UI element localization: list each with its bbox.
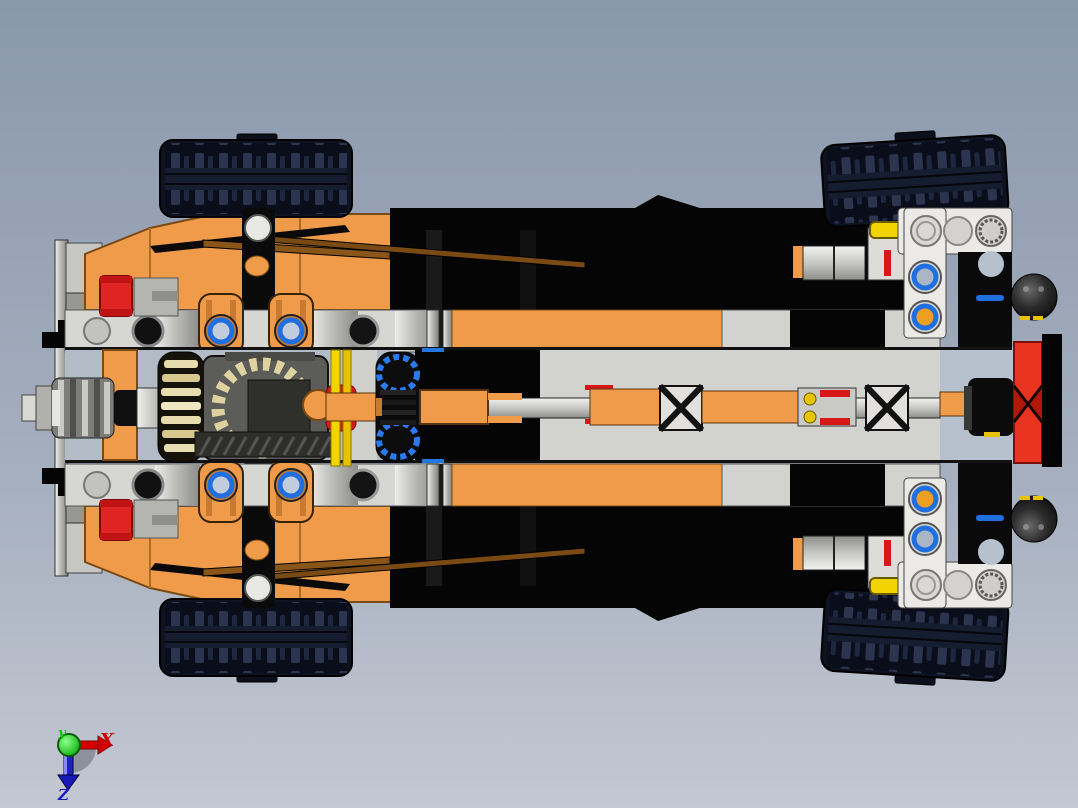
beam-hole-dark2 (346, 314, 380, 348)
red-axle-stub (884, 250, 891, 276)
axis-origin-ball (57, 733, 81, 757)
blue-pin (207, 317, 235, 345)
blue-edge-bottom (422, 459, 444, 463)
rear-beam-hole1 (910, 215, 942, 247)
wheel-front-left (159, 133, 353, 218)
blue-pin-gray-center (911, 263, 939, 291)
knuckle-bracket-2 (268, 293, 314, 355)
tow-ball (1010, 273, 1058, 321)
body-notch (635, 195, 700, 208)
axle-connector-1 (657, 383, 705, 433)
wheel-rear-right (820, 130, 1010, 228)
driveline-midband (21, 334, 1062, 467)
bracket-hole (978, 251, 1004, 277)
axle-orange-2 (589, 388, 661, 426)
axis-z-label: Z (57, 786, 70, 804)
liftarm-hub-hole (244, 214, 272, 242)
axle-bar-bottom (488, 416, 522, 423)
axis-z-arrowhead (57, 774, 80, 791)
axle-orange-3 (701, 390, 799, 424)
blue-axle-dash (976, 295, 1004, 301)
front-differential (157, 351, 336, 463)
axis-y-label: y (57, 726, 67, 741)
rear-black-bar (1042, 334, 1062, 467)
axle-bar-top (488, 393, 522, 400)
rear-coupler (964, 378, 1014, 437)
rear-beam-hole2 (943, 216, 973, 246)
rear-diff-pins (797, 387, 857, 427)
axle-connector-2 (863, 383, 911, 433)
diff-center (247, 379, 311, 437)
orange-sliver (793, 246, 803, 278)
knuckle-bracket-1 (198, 293, 244, 355)
gray-tab (152, 291, 178, 301)
silver-post (426, 309, 440, 353)
beam-hole-dark (131, 314, 165, 348)
axis-x-label: X (99, 730, 115, 751)
axle-orange-1 (419, 389, 489, 425)
axis-x-arrowhead (97, 735, 113, 755)
axis-triad: X y Z (57, 726, 115, 804)
rear-orange-beam (451, 309, 723, 353)
rear-black-band (790, 310, 885, 352)
liftarm-orange-hole (244, 255, 270, 277)
front-bumper-step (42, 332, 68, 348)
ball-yellow-dash (1020, 316, 1030, 320)
beam-hole (83, 317, 111, 345)
blue-pin-orange-center (911, 303, 939, 331)
blue-gear-wheel (375, 351, 421, 463)
blue-edge-top (422, 348, 444, 352)
blue-pin2 (277, 317, 305, 345)
lego-technic-model[interactable] (21, 126, 1062, 689)
rear-cross-block (1012, 341, 1044, 464)
silver-post2 (442, 309, 453, 353)
